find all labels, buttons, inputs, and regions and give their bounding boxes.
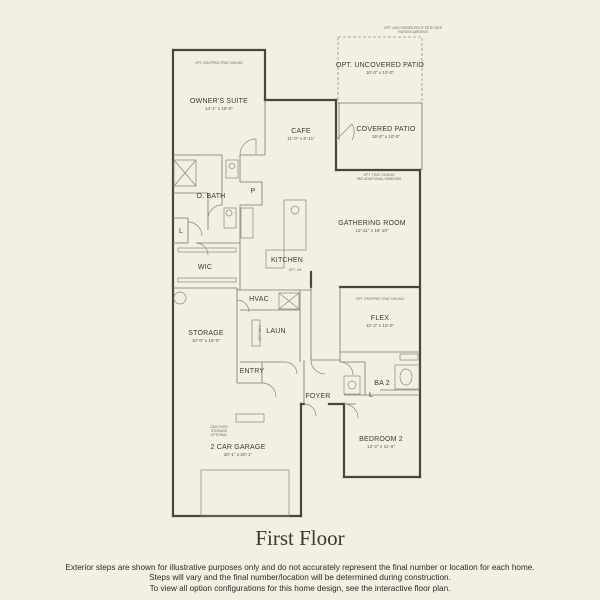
room-label-ba2: BA 2 [374,380,390,387]
opt-patio-name: OPT. UNCOVERED PATIO [336,62,424,69]
laun-name: LAUN [266,328,285,335]
room-label-flex: OPT. DROPPED TRAY CEILING FLEX 12'-2" x … [356,297,404,328]
o-bath-name: O. BATH [197,193,226,200]
opt-uncovered-patio-outline [337,36,423,103]
kitchen-name: KITCHEN [271,257,303,264]
p-name: P [251,188,256,195]
flex-name: FLEX [371,315,389,322]
room-label-covered-patio: COVERED PATIO 15'-0" x 10'-0" [356,126,415,139]
garage-dims: 20'-1" x 20'-1" [224,452,253,457]
floor-title: First Floor [255,526,345,550]
gathering-note1: OPT. TRAY CEILING [364,173,395,177]
room-label-kitchen: KITCHEN OPT. 4/8 [271,257,303,272]
wic-name: WIC [198,264,212,271]
storage-name: STORAGE [188,330,224,337]
foyer-name: FOYER [305,393,330,400]
gathering-name: GATHERING ROOM [338,220,406,227]
room-label-foyer: FOYER [305,393,330,400]
room-label-owners-suite: OPT. DROPPED TRAY CEILING OWNER'S SUITE … [190,61,248,111]
covered-patio-dims: 15'-0" x 10'-0" [372,134,401,139]
laun-note: OPT. W.H. [258,325,262,340]
gathering-dims: 12'-11" x 18'-10" [355,228,388,233]
l2-name: L [369,392,373,399]
flex-dims: 12'-2" x 10'-0" [366,323,395,328]
entry-name: ENTRY [240,368,265,375]
room-label-cafe: CAFE 11'-0" x 9'-11" [287,128,315,141]
kitchen-note: OPT. 4/8 [289,268,302,272]
ba2-name: BA 2 [374,380,390,387]
room-label-gathering: OPT. TRAY CEILING SEE ADDITIONAL WINDOWS… [338,173,406,233]
interior-walls [173,100,420,405]
room-label-o-bath: O. BATH [197,193,226,200]
bedroom2-name: BEDROOM 2 [359,436,403,443]
disclaimer: Exterior steps are shown for illustrativ… [0,563,600,594]
room-label-wic: WIC [198,264,212,271]
cafe-name: CAFE [291,128,311,135]
room-label-storage: STORAGE 10'-0" x 15'-0" [188,330,224,343]
garage-note1: GAS FIXED [210,425,228,429]
owners-suite-note: OPT. DROPPED TRAY CEILING [195,61,243,65]
room-label-bedroom2: BEDROOM 2 12'-2" x 11'-0" [359,436,403,449]
room-label-garage: GAS FIXED STORAGE OPTIONAL 2 CAR GARAGE … [210,425,265,457]
garage-name: 2 CAR GARAGE [211,444,266,451]
disclaimer-line: Steps will vary and the final number/loc… [149,573,451,583]
room-label-hvac: HVAC [249,296,269,303]
disclaimer-line: To view all option configurations for th… [149,583,451,593]
garage-note2: STORAGE [211,429,228,433]
exterior-walls [171,48,422,518]
hvac-name: HVAC [249,296,269,303]
opt-patio-dims: 10'-0" x 10'-0" [366,70,395,75]
cafe-dims: 11'-0" x 9'-11" [287,136,315,141]
fixtures [173,159,420,517]
disclaimer-line: Exterior steps are shown for illustrativ… [65,563,535,572]
garage-note3: OPTIONAL [211,433,228,437]
opt-patio-note2: RATION GARDENS [398,30,428,34]
owners-suite-name: OWNER'S SUITE [190,98,248,105]
bedroom2-dims: 12'-2" x 11'-0" [367,444,395,449]
room-label-laun: LAUN OPT. W.H. [258,325,286,340]
room-label-opt-patio: OPT. UNCOVERED ROOF ESTE SIDE RATION GAR… [336,26,443,75]
door-swings [187,123,359,419]
covered-patio-name: COVERED PATIO [356,126,415,133]
storage-dims: 10'-0" x 15'-0" [192,338,221,343]
opt-patio-note1: OPT. UNCOVERED ROOF ESTE SIDE [384,26,443,30]
gathering-note2: SEE ADDITIONAL WINDOWS [357,177,402,181]
l1-name: L [179,228,183,235]
flex-note: OPT. DROPPED TRAY CEILING [356,297,404,301]
room-label-entry: ENTRY [240,368,265,375]
room-label-p: P [251,188,256,195]
room-label-l2: L [369,392,373,399]
room-label-l1: L [179,228,183,235]
owners-suite-dims: 14'-1" x 16'-0" [205,106,234,111]
covered-patio-walls [338,102,423,170]
